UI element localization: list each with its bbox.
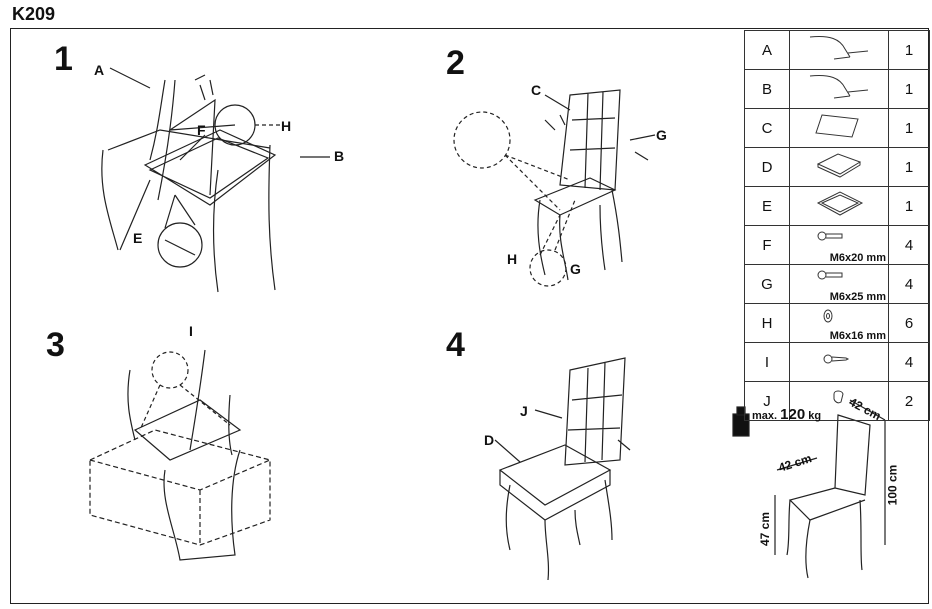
part-letter: C bbox=[744, 108, 790, 148]
parts-row-f: F M6x20 mm 4 bbox=[744, 225, 931, 265]
seat-cushion-icon bbox=[816, 153, 862, 178]
callout-g: G bbox=[656, 127, 667, 143]
dimension-chair-drawing bbox=[774, 399, 886, 579]
step-number: 1 bbox=[54, 40, 73, 78]
cap-icon bbox=[833, 390, 844, 404]
step-number: 4 bbox=[446, 326, 465, 364]
part-quantity: 1 bbox=[887, 30, 931, 70]
parts-row-b: B 1 bbox=[744, 69, 931, 109]
callout-h: H bbox=[281, 118, 292, 134]
part-letter: E bbox=[744, 186, 790, 226]
callout-f: F bbox=[197, 122, 206, 138]
parts-row-d: D 1 bbox=[744, 147, 931, 187]
part-letter: I bbox=[744, 342, 790, 382]
part-quantity: 4 bbox=[887, 225, 931, 265]
step3-drawing bbox=[89, 349, 271, 561]
screw-icon bbox=[823, 354, 850, 364]
callout-c: C bbox=[531, 82, 542, 98]
part-letter: D bbox=[744, 147, 790, 187]
part-spec: M6x25 mm bbox=[829, 291, 886, 303]
bolt-icon bbox=[817, 270, 843, 280]
parts-row-a: A 1 bbox=[744, 30, 931, 70]
part-letter: G bbox=[744, 264, 790, 304]
part-quantity: 4 bbox=[887, 342, 931, 382]
step4-drawing bbox=[494, 357, 631, 581]
step2-drawing bbox=[453, 89, 656, 287]
part-spec: M6x20 mm bbox=[829, 252, 886, 264]
leg-frame-icon bbox=[809, 75, 869, 99]
height-dimension: 100 cm bbox=[885, 464, 900, 506]
callout-g: G bbox=[570, 261, 581, 277]
product-code: K209 bbox=[12, 4, 56, 24]
part-quantity: 4 bbox=[887, 264, 931, 304]
part-quantity: 1 bbox=[887, 147, 931, 187]
callout-a: A bbox=[94, 62, 105, 78]
callout-d: D bbox=[484, 432, 495, 448]
callout-h: H bbox=[507, 251, 518, 267]
part-quantity: 1 bbox=[887, 108, 931, 148]
parts-row-g: G M6x25 mm 4 bbox=[744, 264, 931, 304]
parts-row-h: H M6x16 mm 6 bbox=[744, 303, 931, 343]
part-quantity: 1 bbox=[887, 186, 931, 226]
washer-icon bbox=[823, 309, 833, 323]
backrest-icon bbox=[815, 114, 859, 138]
max-load-label: max. 120 kg bbox=[752, 406, 822, 423]
part-letter: J bbox=[744, 381, 790, 421]
step-number: 3 bbox=[46, 326, 65, 364]
part-letter: H bbox=[744, 303, 790, 343]
step1-drawing bbox=[101, 67, 330, 293]
seat-height-dimension: 47 cm bbox=[758, 511, 773, 547]
bolt-icon bbox=[817, 231, 843, 241]
seat-frame-icon bbox=[816, 191, 864, 216]
step-number: 2 bbox=[446, 44, 465, 82]
callout-e: E bbox=[133, 230, 143, 246]
callout-j: J bbox=[520, 403, 528, 419]
parts-row-e: E 1 bbox=[744, 186, 931, 226]
leg-frame-icon bbox=[809, 36, 869, 60]
part-quantity: 1 bbox=[887, 69, 931, 109]
parts-row-i: I 4 bbox=[744, 342, 931, 382]
parts-row-c: C 1 bbox=[744, 108, 931, 148]
part-quantity: 6 bbox=[887, 303, 931, 343]
part-spec: M6x16 mm bbox=[829, 330, 886, 342]
part-letter: F bbox=[744, 225, 790, 265]
callout-i: I bbox=[189, 323, 193, 339]
parts-row-j: J 2 bbox=[744, 381, 931, 421]
part-quantity: 2 bbox=[887, 381, 931, 421]
part-letter: A bbox=[744, 30, 790, 70]
callout-b: B bbox=[334, 148, 345, 164]
part-letter: B bbox=[744, 69, 790, 109]
